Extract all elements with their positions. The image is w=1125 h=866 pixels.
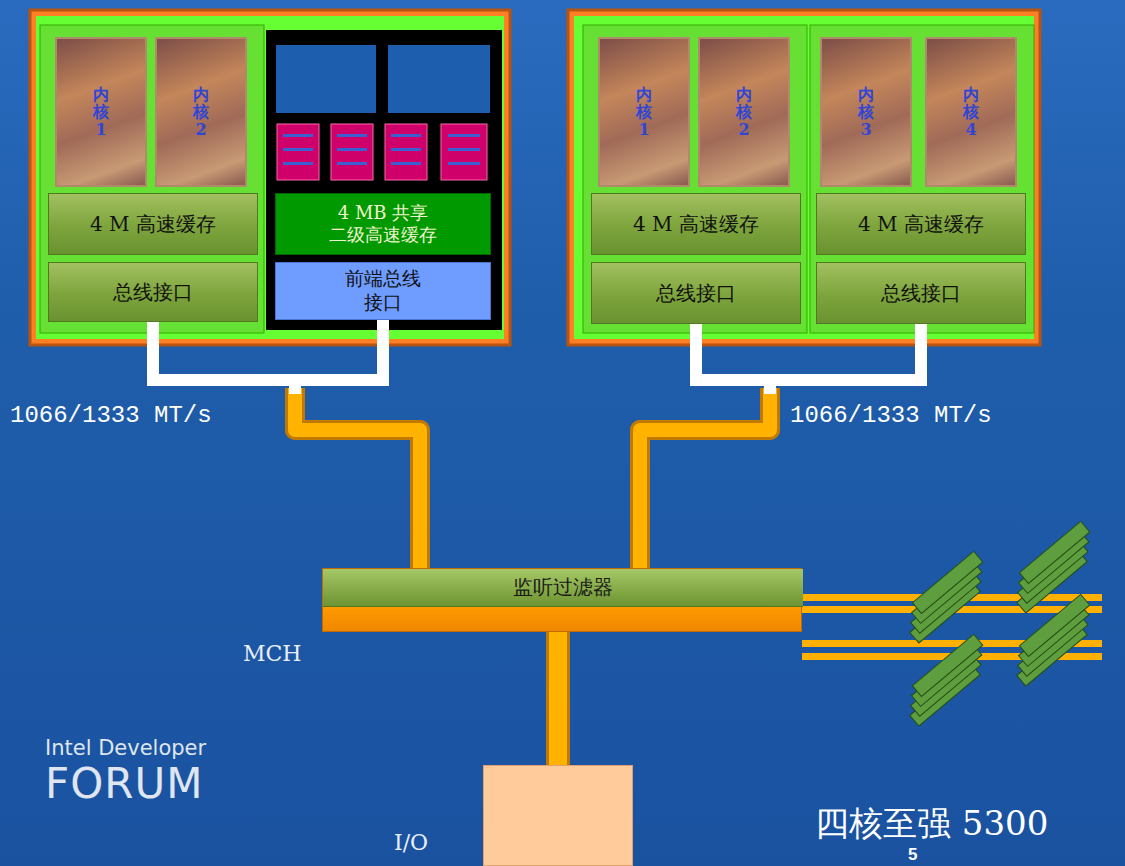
bus-line-outline bbox=[295, 388, 420, 568]
processor-die: 内核3 内核4 4 M 高速缓存总线接口 bbox=[810, 25, 1034, 333]
bus-line bbox=[640, 388, 770, 568]
box-label: 内核1 bbox=[93, 86, 109, 139]
box-label: 内核2 bbox=[193, 86, 209, 139]
bus-line bbox=[295, 388, 420, 568]
cache-box: 4 M 高速缓存 bbox=[816, 193, 1026, 255]
bus-line bbox=[549, 632, 567, 765]
die bbox=[583, 25, 807, 333]
core-block: 内核4 bbox=[925, 37, 1017, 187]
box-label: 4 M 高速缓存 bbox=[633, 211, 759, 238]
logo-text: Intel Developer bbox=[45, 738, 206, 759]
core-block bbox=[276, 45, 376, 113]
unit-blocks bbox=[277, 124, 487, 180]
processor-die: 内核1 内核2 4 M 高速缓存总线接口 bbox=[40, 25, 264, 333]
package-frame bbox=[30, 10, 510, 345]
core-block: 内核3 bbox=[820, 37, 912, 187]
snoop-filter-band: 监听过滤器 bbox=[323, 569, 803, 607]
bus-interface-box: 总线接口 bbox=[816, 262, 1026, 324]
box-label: 4 MB 共享 二级高速缓存 bbox=[298, 202, 468, 247]
package-substrate bbox=[36, 16, 504, 339]
processor-package: 内核1 内核2 4 M 高速缓存总线接口 4 MB 共享 二级高速缓存前端总线 接口 bbox=[30, 10, 510, 345]
box-label: 前端总线 接口 bbox=[323, 267, 443, 315]
cache-box: 4 M 高速缓存 bbox=[48, 193, 258, 255]
bus-speed-label: 1066/1333 MT/s bbox=[790, 404, 992, 428]
bus-connector bbox=[640, 324, 921, 568]
box-label: 总线接口 bbox=[113, 279, 193, 306]
cache-box: 4 M 高速缓存 bbox=[591, 193, 801, 255]
box-label: 总线接口 bbox=[656, 280, 736, 307]
box-label: 4 M 高速缓存 bbox=[858, 211, 984, 238]
die bbox=[40, 25, 264, 333]
bus-line-outline bbox=[640, 388, 770, 568]
bus-line-white bbox=[295, 320, 383, 394]
core-block: 内核2 bbox=[155, 37, 247, 187]
bus-interface-box: 总线接口 bbox=[48, 262, 258, 322]
bus-speed-label: 1066/1333 MT/s bbox=[10, 404, 212, 428]
die bbox=[266, 30, 502, 330]
bus-line bbox=[640, 388, 770, 568]
outside-label: MCH bbox=[243, 643, 302, 665]
box-label: 4 M 高速缓存 bbox=[90, 211, 216, 238]
bus-line-outline bbox=[640, 388, 770, 568]
box-label: 内核2 bbox=[736, 86, 752, 139]
core-block: 内核1 bbox=[55, 37, 147, 187]
mch-chip: MCH监听过滤器 bbox=[322, 568, 802, 632]
box-label: 内核4 bbox=[963, 86, 979, 139]
bus-connector bbox=[558, 632, 559, 765]
package-substrate bbox=[574, 16, 1034, 339]
shared-cache-box: 4 MB 共享 二级高速缓存 bbox=[275, 193, 491, 255]
core-block bbox=[388, 45, 490, 113]
core-block: 内核2 bbox=[698, 37, 790, 187]
slide-title: 四核至强 5300 bbox=[815, 806, 1048, 840]
processor-die: 4 MB 共享 二级高速缓存前端总线 接口 bbox=[266, 30, 502, 330]
bus-connector bbox=[295, 320, 420, 568]
processor-die: 内核1 内核2 4 M 高速缓存总线接口 bbox=[583, 25, 807, 333]
memory-module bbox=[896, 521, 1103, 726]
bus-connector bbox=[640, 324, 770, 568]
outside-label: I/O bbox=[394, 832, 428, 854]
box-label: 内核3 bbox=[858, 86, 874, 139]
bus-line-white bbox=[153, 322, 295, 394]
package-frame bbox=[568, 10, 1040, 345]
page-number: 5 bbox=[908, 846, 917, 863]
bus-line-outline bbox=[295, 388, 420, 568]
io-box: I/O bbox=[483, 765, 633, 866]
core-block: 内核1 bbox=[598, 37, 690, 187]
fsb-interface-box: 前端总线 接口 bbox=[275, 262, 491, 320]
bus-line-outline bbox=[546, 632, 570, 765]
box-label: 监听过滤器 bbox=[513, 574, 613, 601]
box-label: 总线接口 bbox=[881, 280, 961, 307]
box-label: 内核1 bbox=[636, 86, 652, 139]
logo-text: FORUM bbox=[45, 763, 203, 805]
bus-line-white bbox=[770, 324, 921, 394]
processor-package: 内核1内核24 M 高速缓存总线接口内核3内核44 M 高速缓存总线接口 bbox=[568, 10, 1040, 345]
bus-interface-box: 总线接口 bbox=[591, 262, 801, 324]
die bbox=[810, 25, 1034, 333]
bus-line bbox=[295, 388, 420, 568]
bus-line-white bbox=[696, 324, 770, 394]
